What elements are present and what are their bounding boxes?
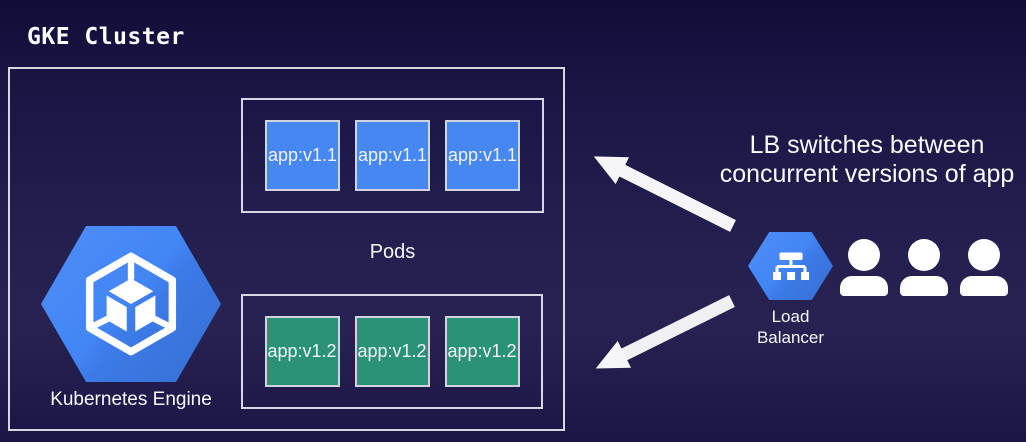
lb-annotation: LB switches between concurrent versions … [700, 131, 1026, 189]
kubernetes-engine-label: Kubernetes Engine [50, 389, 212, 410]
annotation-line-1: LB switches between [749, 131, 985, 159]
user-torso [900, 276, 948, 296]
user-icon [900, 239, 948, 296]
pod-app-v1-1: app:v1.1 [355, 120, 430, 191]
users-group [840, 239, 1008, 296]
pod-group-v1-2: app:v1.2 app:v1.2 app:v1.2 [241, 294, 543, 409]
arrow-lb-to-v2-pods [595, 295, 735, 369]
lb-node-right [800, 271, 809, 280]
pod-app-v1-2: app:v1.2 [354, 316, 430, 387]
lb-node-left [772, 271, 781, 280]
gke-cluster-boundary: Kubernetes Engine app:v1.1 app:v1.1 app:… [8, 67, 565, 431]
pod-app-v1-2: app:v1.2 [444, 316, 520, 387]
lb-node-mid [786, 271, 795, 280]
diagram-title: GKE Cluster [27, 24, 185, 50]
user-icon [840, 239, 888, 296]
pods-label: Pods [369, 241, 416, 263]
pod-app-v1-1: app:v1.1 [445, 120, 520, 191]
hexagon-outline [85, 252, 177, 356]
user-head [908, 239, 940, 271]
user-torso [840, 276, 888, 296]
pod-app-v1-1: app:v1.1 [265, 120, 340, 191]
spoke-right [150, 314, 173, 331]
user-icon [960, 239, 1008, 296]
user-torso [960, 276, 1008, 296]
user-head [848, 239, 880, 271]
pod-group-v1-1: app:v1.1 app:v1.1 app:v1.1 [241, 98, 544, 213]
load-balancer-icon [748, 232, 833, 300]
kubernetes-engine-icon [41, 226, 221, 382]
lb-top-bar [779, 252, 802, 260]
annotation-line-2: concurrent versions of app [719, 160, 1015, 188]
pod-app-v1-2: app:v1.2 [264, 316, 340, 387]
cube-right-face [135, 295, 156, 332]
load-balancer-glyph [772, 252, 809, 280]
user-head [968, 239, 1000, 271]
load-balancer-label: Load Balancer [756, 307, 825, 348]
cube-left-face [106, 295, 127, 332]
arrow-lb-to-v1-pods [593, 156, 736, 232]
kubernetes-engine-glyph [85, 252, 177, 356]
